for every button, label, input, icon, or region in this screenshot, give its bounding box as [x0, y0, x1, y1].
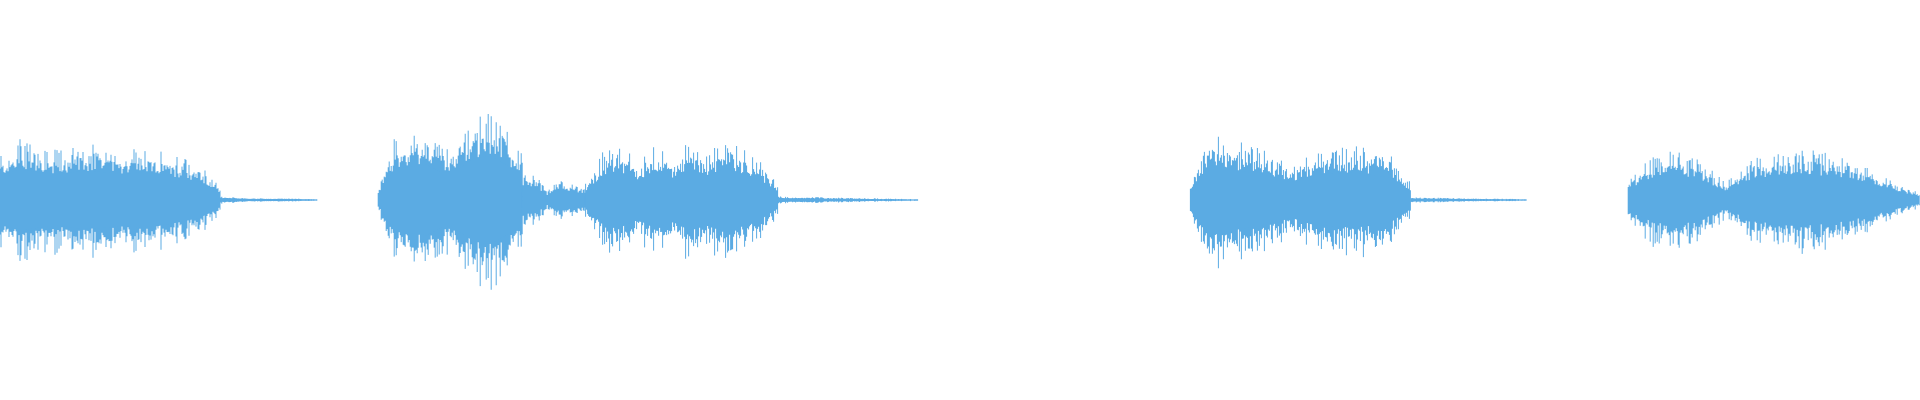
segment-2 [377, 114, 523, 290]
segment-2b [521, 175, 586, 225]
segment-4-body [1190, 164, 1411, 236]
segment-3-tail [777, 196, 919, 204]
segment-3-tail-body [777, 198, 918, 202]
segment-4-tail-body [1411, 198, 1526, 202]
segment-2b-body [522, 186, 585, 214]
segment-3 [585, 145, 779, 259]
segment-1-tail-body [220, 198, 317, 202]
segment-3-body [585, 168, 778, 232]
segment-4-tail [1410, 197, 1527, 203]
segment-1-tail [220, 196, 318, 204]
segment-5-body [1628, 173, 1919, 227]
segment-1 [0, 139, 221, 261]
segment-1-body [0, 169, 220, 231]
segment-5 [1627, 150, 1920, 254]
segment-4 [1189, 136, 1411, 269]
segment-2-body [378, 156, 523, 244]
